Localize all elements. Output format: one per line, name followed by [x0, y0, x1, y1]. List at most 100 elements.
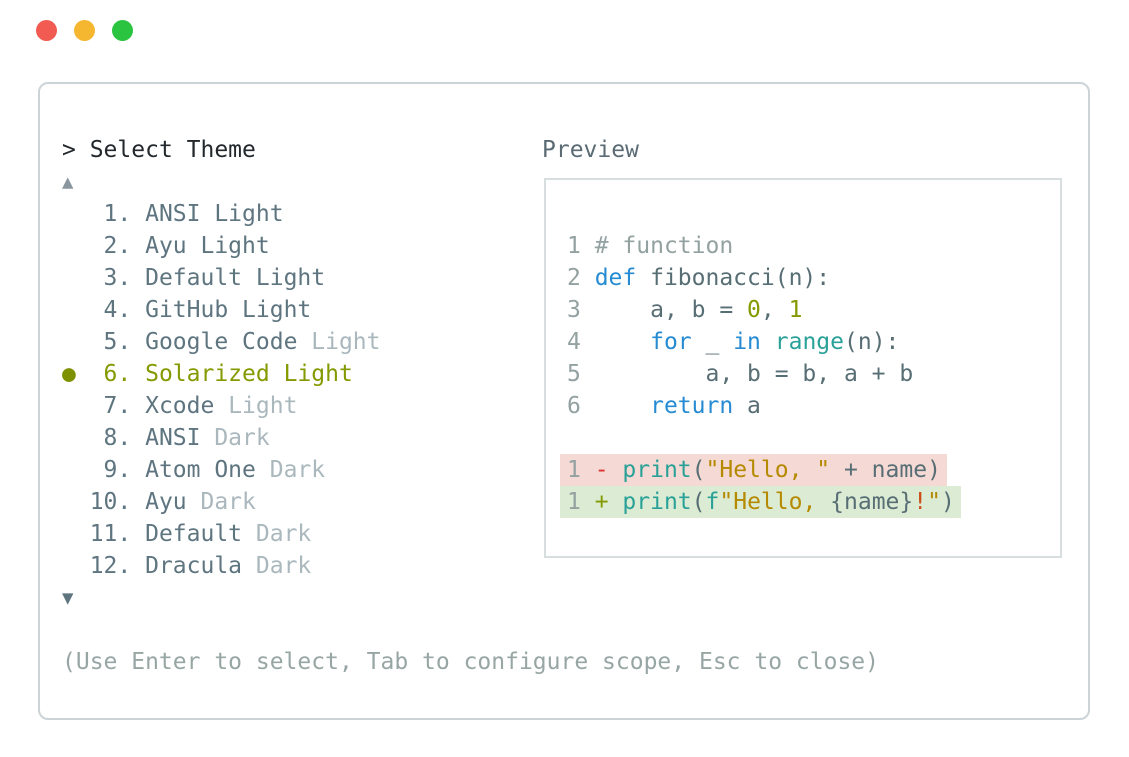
theme-list: 1. ANSI Light 2. Ayu Light 3. Default Li…: [62, 198, 879, 582]
code-token: [761, 329, 775, 355]
code-token: a, b =: [594, 297, 748, 323]
theme-name: Atom One: [145, 457, 256, 483]
code-token: [595, 329, 650, 355]
theme-variant: Dark: [200, 425, 270, 451]
scroll-down-indicator[interactable]: ▼: [62, 587, 74, 609]
code-token: # function: [594, 233, 734, 259]
preview-label: Preview: [542, 137, 639, 163]
diff-highlight: 1 - print("Hello, " + name): [560, 454, 947, 486]
code-token: a, b = b, a + b: [594, 361, 914, 387]
code-token: (n):: [844, 329, 900, 355]
code-token: 1: [567, 457, 595, 483]
theme-list-item[interactable]: 10. Ayu Dark: [62, 486, 879, 518]
theme-variant: Dark: [186, 489, 256, 515]
theme-number: 5.: [89, 329, 146, 355]
zoom-icon[interactable]: [112, 20, 133, 41]
marker-spacer: [62, 393, 90, 419]
theme-list-item[interactable]: 7. Xcode Light: [62, 390, 879, 422]
marker-spacer: [62, 489, 90, 515]
code-token: return: [650, 393, 734, 419]
theme-number: 10.: [89, 489, 146, 515]
selected-bullet-icon: ●: [62, 361, 90, 387]
theme-list-item[interactable]: 1. ANSI Light: [62, 198, 879, 230]
minimize-icon[interactable]: [74, 20, 95, 41]
theme-list-item[interactable]: 2. Ayu Light: [62, 230, 879, 262]
diff-line-added: 1 + print(f"Hello, {name}!"): [560, 486, 961, 518]
theme-list-item[interactable]: 11. Default Dark: [62, 518, 879, 550]
code-token: ": [927, 489, 941, 515]
code-token: range: [774, 329, 844, 355]
code-token: 6: [567, 393, 595, 419]
code-token: 3: [567, 297, 595, 323]
code-token: 1: [567, 233, 595, 259]
theme-variant: Dark: [242, 553, 312, 579]
code-token: "Hello,: [719, 489, 831, 515]
theme-list-item[interactable]: 5. Google Code Light: [62, 326, 879, 358]
theme-name: Ayu: [145, 489, 187, 515]
theme-variant: Light: [269, 361, 353, 387]
code-line: 1 # function: [567, 230, 961, 262]
theme-list-item[interactable]: 9. Atom One Dark: [62, 454, 879, 486]
code-token: !: [913, 489, 928, 515]
code-token: (: [691, 457, 706, 483]
theme-name: Google Code: [145, 329, 298, 355]
code-token: 2: [567, 265, 595, 291]
theme-number: 1.: [89, 201, 146, 227]
theme-picker-left-column: > Select Theme ▲ 1. ANSI Light 2. Ayu Li…: [62, 134, 879, 678]
code-token: f: [705, 489, 720, 515]
theme-variant: Light: [200, 201, 284, 227]
code-line: 6 return a: [567, 390, 961, 422]
diff-highlight: 1 + print(f"Hello, {name}!"): [560, 486, 961, 518]
code-token: (: [691, 489, 706, 515]
theme-list-item[interactable]: 4. GitHub Light: [62, 294, 879, 326]
marker-spacer: [62, 521, 90, 547]
code-line: [567, 422, 961, 454]
code-line: 3 a, b = 0, 1: [567, 294, 961, 326]
code-token: -: [594, 457, 623, 483]
marker-spacer: [62, 297, 90, 323]
code-token: for: [650, 329, 692, 355]
theme-name: ANSI: [145, 425, 201, 451]
code-token: 5: [567, 361, 595, 387]
marker-spacer: [62, 265, 90, 291]
code-line: 5 a, b = b, a + b: [567, 358, 961, 390]
marker-spacer: [62, 329, 90, 355]
theme-variant: Dark: [255, 457, 326, 483]
marker-spacer: [62, 457, 90, 483]
theme-variant: Light: [186, 233, 270, 259]
theme-number: 12.: [89, 553, 146, 579]
code-token: print: [622, 489, 692, 515]
scroll-up-indicator[interactable]: ▲: [62, 171, 74, 193]
code-token: +: [594, 489, 623, 515]
marker-spacer: [62, 233, 90, 259]
code-token: _: [691, 329, 734, 355]
code-token: ,: [760, 297, 789, 323]
theme-name: Default: [145, 265, 243, 291]
theme-number: 6.: [89, 361, 146, 387]
theme-name: ANSI: [145, 201, 201, 227]
code-token: def: [594, 265, 637, 291]
theme-list-item[interactable]: 12. Dracula Dark: [62, 550, 879, 582]
theme-list-item[interactable]: ● 6. Solarized Light: [62, 358, 879, 390]
code-token: ): [940, 489, 955, 515]
theme-number: 7.: [89, 393, 146, 419]
code-line: 4 for _ in range(n):: [567, 326, 961, 358]
code-line: 2 def fibonacci(n):: [567, 262, 961, 294]
close-icon[interactable]: [36, 20, 57, 41]
theme-name: Xcode: [145, 393, 215, 419]
theme-variant: Light: [214, 393, 298, 419]
theme-name: GitHub: [145, 297, 229, 323]
theme-number: 2.: [89, 233, 146, 259]
theme-name: Solarized: [145, 361, 270, 387]
marker-spacer: [62, 425, 90, 451]
theme-list-item[interactable]: 3. Default Light: [62, 262, 879, 294]
code-token: + name): [830, 457, 941, 483]
theme-variant: Dark: [242, 521, 312, 547]
picker-title: Select Theme: [89, 137, 256, 163]
theme-variant: Light: [242, 265, 326, 291]
theme-name: Ayu: [145, 233, 187, 259]
theme-list-item[interactable]: 8. ANSI Dark: [62, 422, 879, 454]
marker-spacer: [62, 201, 90, 227]
code-token: fibonacci(n):: [636, 265, 831, 291]
